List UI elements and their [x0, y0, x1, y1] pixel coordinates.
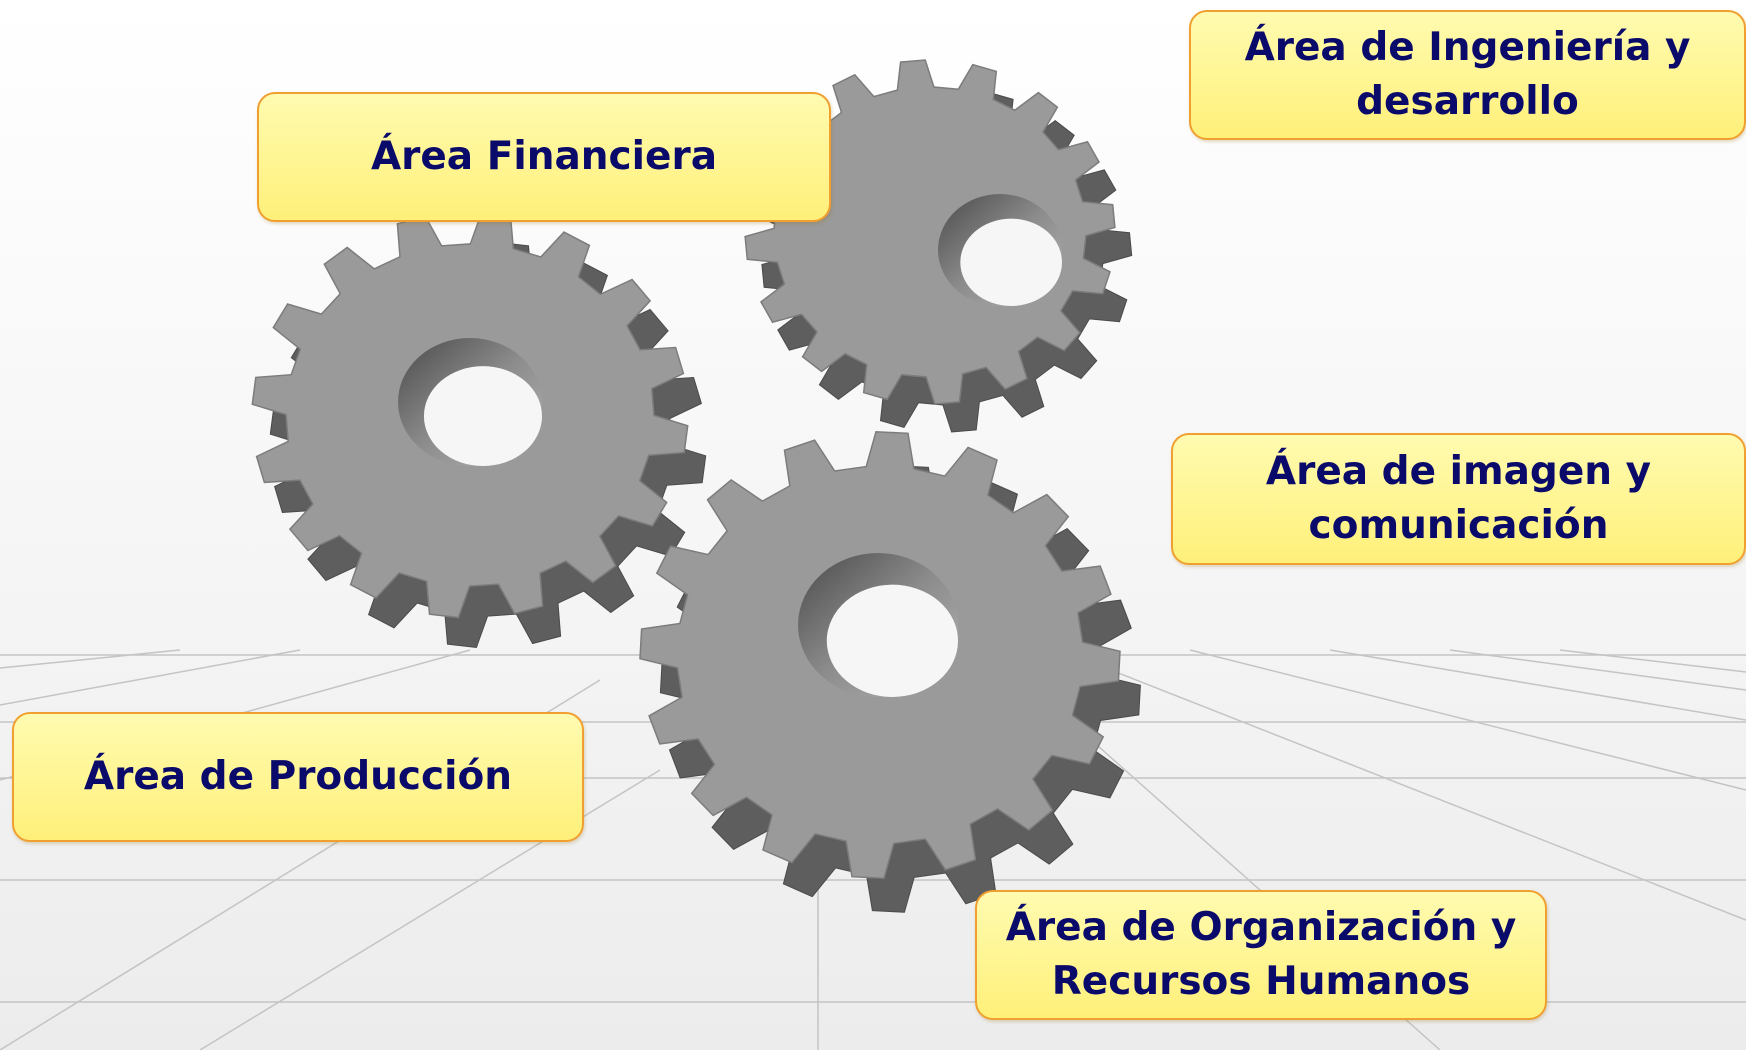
label-line: Área Financiera — [370, 134, 718, 179]
label-line: desarrollo — [1356, 79, 1579, 124]
gear-bottom-center — [639, 431, 1141, 913]
label-area-organizacion: Área de Organización y Recursos Humanos — [975, 890, 1547, 1020]
label-line: Recursos Humanos — [1051, 959, 1471, 1004]
gear-hole-opening — [423, 366, 542, 466]
gear-left — [251, 211, 707, 649]
gears-group — [251, 59, 1141, 913]
label-area-produccion: Área de Producción — [12, 712, 584, 842]
label-area-imagen: Área de imagen y comunicación — [1171, 433, 1746, 565]
label-area-financiera: Área Financiera — [257, 92, 831, 222]
label-line: Área de Ingeniería y — [1244, 25, 1691, 70]
label-line: Área de Organización y — [1005, 905, 1517, 950]
label-line: Área de imagen y — [1265, 449, 1652, 494]
label-area-ingenieria: Área de Ingeniería y desarrollo — [1189, 10, 1746, 140]
label-line: Área de Producción — [83, 754, 513, 799]
label-line: comunicación — [1308, 503, 1609, 548]
gear-hole-opening — [960, 218, 1062, 306]
gear-hole-opening — [826, 584, 959, 698]
gear-top-right — [744, 59, 1133, 433]
